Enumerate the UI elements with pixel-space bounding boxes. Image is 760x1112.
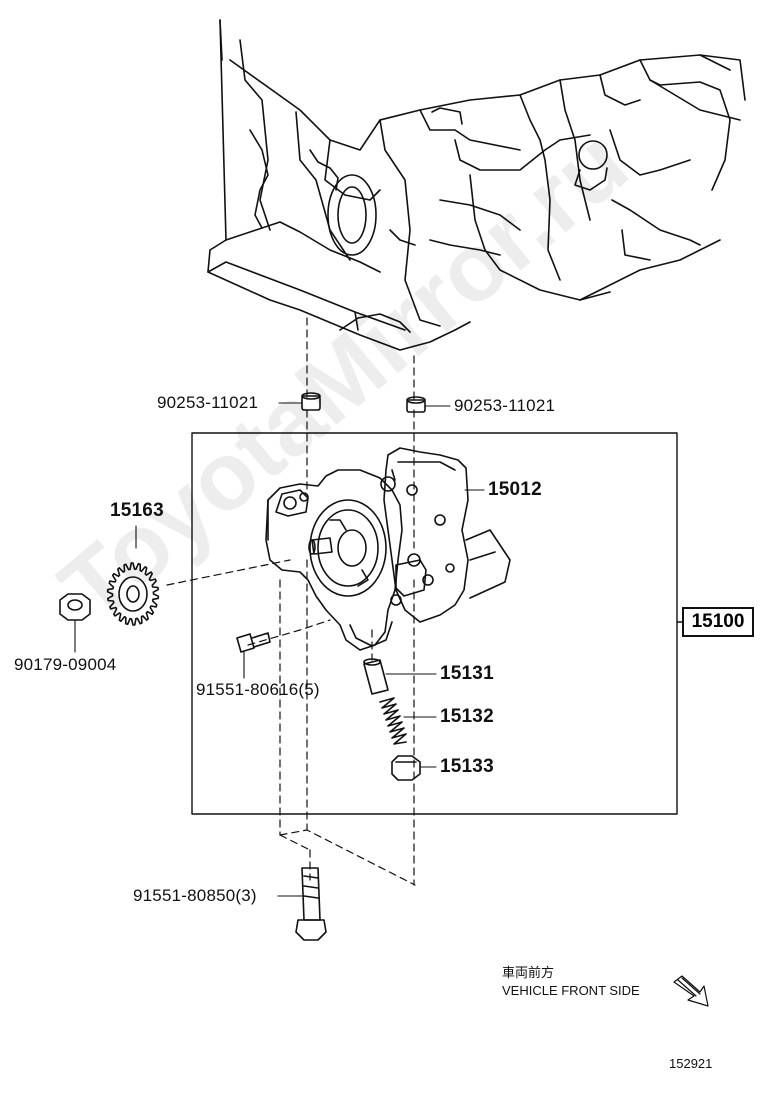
sprocket xyxy=(106,562,160,626)
part-label-spring[interactable]: 15132 xyxy=(440,706,494,727)
small-bolt xyxy=(236,632,271,679)
direction-label-en: VEHICLE FRONT SIDE xyxy=(502,983,640,998)
plug xyxy=(391,755,437,781)
part-label-relief-valve[interactable]: 15131 xyxy=(440,663,494,684)
part-label-small-bolt[interactable]: 91551-80616(5) xyxy=(196,680,320,699)
dowel-pin-left xyxy=(278,392,321,411)
part-label-pin-left[interactable]: 90253-11021 xyxy=(157,393,259,412)
oil-pump-body xyxy=(265,447,511,651)
part-label-nut[interactable]: 90179-09004 xyxy=(14,655,117,674)
diagram-number: 152921 xyxy=(669,1056,713,1071)
long-bolt xyxy=(277,867,327,941)
relief-valve xyxy=(363,658,437,695)
assembly-box xyxy=(191,432,678,815)
part-label-assembly[interactable]: 15100 xyxy=(682,607,754,637)
part-label-sprocket[interactable]: 15163 xyxy=(110,500,164,521)
leader-lines xyxy=(166,317,416,886)
direction-label-jp: 車両前方 xyxy=(502,965,555,980)
part-label-cover[interactable]: 15012 xyxy=(488,479,542,500)
relief-spring xyxy=(379,697,437,745)
part-label-plug[interactable]: 15133 xyxy=(440,756,494,777)
nut xyxy=(59,593,91,653)
dowel-pin-right xyxy=(406,396,451,413)
part-label-pin-right[interactable]: 90253-11021 xyxy=(454,396,556,415)
sprocket-hub xyxy=(118,576,148,612)
engine-block xyxy=(207,19,746,351)
sprocket-teeth xyxy=(106,562,160,626)
part-label-long-bolt[interactable]: 91551-80850(3) xyxy=(133,886,257,905)
sprocket-bore xyxy=(126,585,140,603)
front-direction-arrow xyxy=(673,975,709,1007)
